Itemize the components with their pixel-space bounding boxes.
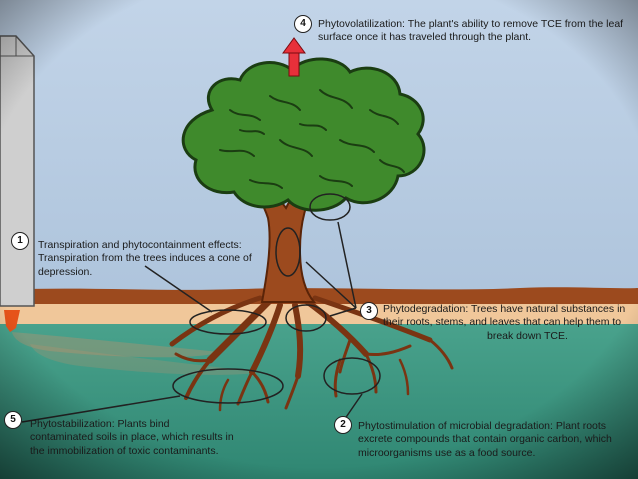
callout-phytostabilization: Phytostabilization: Plants bind contamin… — [30, 418, 262, 458]
callout-line: Transpiration from the trees induces a c… — [38, 252, 252, 265]
callout-number-2: 2 — [334, 416, 352, 434]
callout-line: the immobilization of toxic contaminants… — [30, 444, 219, 457]
callout-phytovolatilization: Phytovolatilization: The plant's ability… — [318, 18, 636, 45]
callout-line: Transpiration and phytocontainment effec… — [38, 239, 242, 251]
callout-line: their roots, stems, and leaves that can … — [383, 316, 622, 329]
callout-line: break down TCE. — [487, 329, 568, 342]
callout-line: depression. — [38, 265, 93, 278]
callout-number-4: 4 — [294, 15, 312, 33]
callout-transpiration: Transpiration and phytocontainment effec… — [38, 239, 268, 279]
callout-number-3: 3 — [360, 302, 378, 320]
callout-line: contaminated soils in place, which resul… — [30, 431, 234, 444]
callout-line: Phytostabilization: Plants bind — [30, 418, 170, 430]
callout-phytostimulation: Phytostimulation of microbial degradatio… — [358, 420, 636, 460]
callout-phytodegradation: Phytodegradation: Trees have natural sub… — [383, 303, 635, 343]
callout-line: surface once it has traveled through the… — [318, 31, 532, 44]
callout-number-1: 1 — [11, 232, 29, 250]
callout-line: Phytostimulation of microbial degradatio… — [358, 420, 607, 432]
callout-line: Phytovolatilization: The plant's ability… — [318, 18, 624, 30]
callout-line: Phytodegradation: Trees have natural sub… — [383, 303, 626, 315]
callout-line: excrete compounds that contain organic c… — [358, 433, 612, 446]
callout-number-5: 5 — [4, 411, 22, 429]
callout-line: microorganisms use as a food source. — [358, 446, 536, 459]
